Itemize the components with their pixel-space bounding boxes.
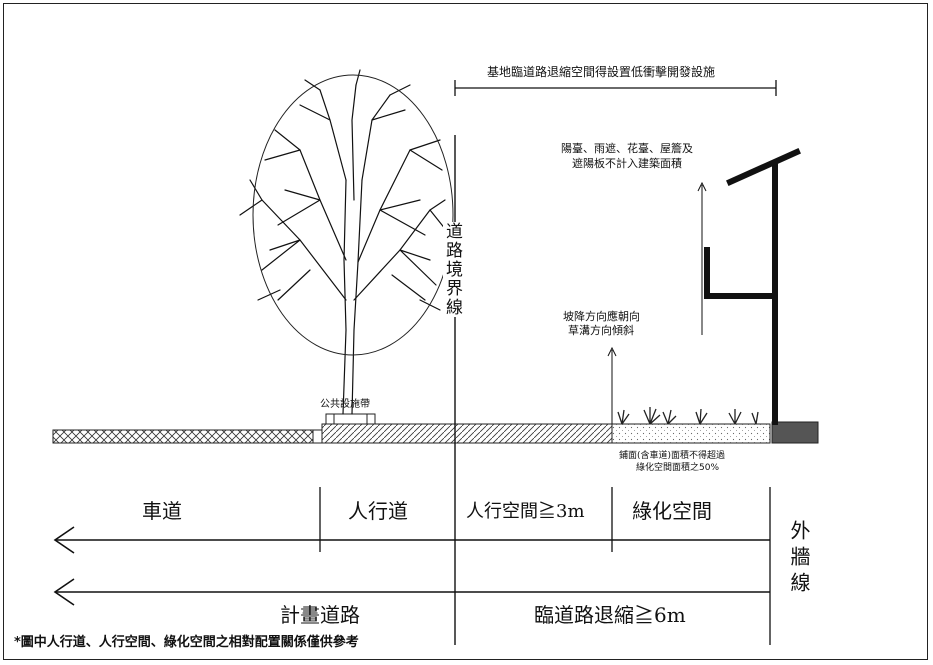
- sidewalk-strip: [321, 423, 613, 444]
- zone-planned-road: 計畫道路: [280, 603, 360, 627]
- zone-ped-space: 人行空間≧3m: [466, 501, 585, 522]
- diagram-frame: [3, 3, 928, 660]
- plant-icon: [617, 407, 759, 425]
- public-facility-band: [325, 413, 376, 425]
- setback-dimension-line: [454, 80, 777, 96]
- building-outline: [704, 148, 801, 425]
- tree-canopy: [252, 74, 454, 356]
- paving-note-line2: 綠化空間面積之50%: [636, 463, 720, 473]
- tree-icon: [239, 69, 447, 415]
- arrow-up-icon: [697, 181, 707, 335]
- green-strip: [611, 423, 771, 444]
- slope-note-line1: 坡降方向應朝向: [563, 310, 640, 323]
- wall-footing: [771, 421, 819, 444]
- road-boundary-label: 道路境界線: [442, 222, 462, 317]
- zone-green-space: 綠化空間: [632, 499, 712, 523]
- balcony-note-line2: 遮陽板不計入建築面積: [572, 157, 682, 170]
- paving-note-line1: 鋪面(含車道)面積不得超過: [619, 451, 726, 461]
- footnote: *圖中人行道、人行空間、綠化空間之相對配置關係僅供參考: [14, 635, 359, 650]
- public-facility-label: 公共設施帶: [320, 399, 370, 410]
- zone-sidewalk: 人行道: [348, 499, 408, 523]
- zone-setback: 臨道路退縮≧6m: [534, 603, 686, 627]
- carriageway-strip: [52, 429, 314, 444]
- slope-note-line2: 草溝方向傾斜: [568, 324, 634, 337]
- arrow-left-icon: [53, 578, 770, 606]
- balcony-note-line1: 陽臺、雨遮、花臺、屋簷及: [561, 142, 693, 155]
- setback-note: 基地臨道路退縮空間得設置低衝擊開發設施: [487, 65, 716, 79]
- arrow-up-icon: [607, 346, 617, 424]
- zone-carriageway: 車道: [142, 499, 182, 523]
- zone-dividers: [319, 487, 771, 645]
- arrow-left-icon: [53, 526, 770, 554]
- outer-wall-label: 外牆線: [787, 520, 811, 598]
- curb: [312, 429, 323, 444]
